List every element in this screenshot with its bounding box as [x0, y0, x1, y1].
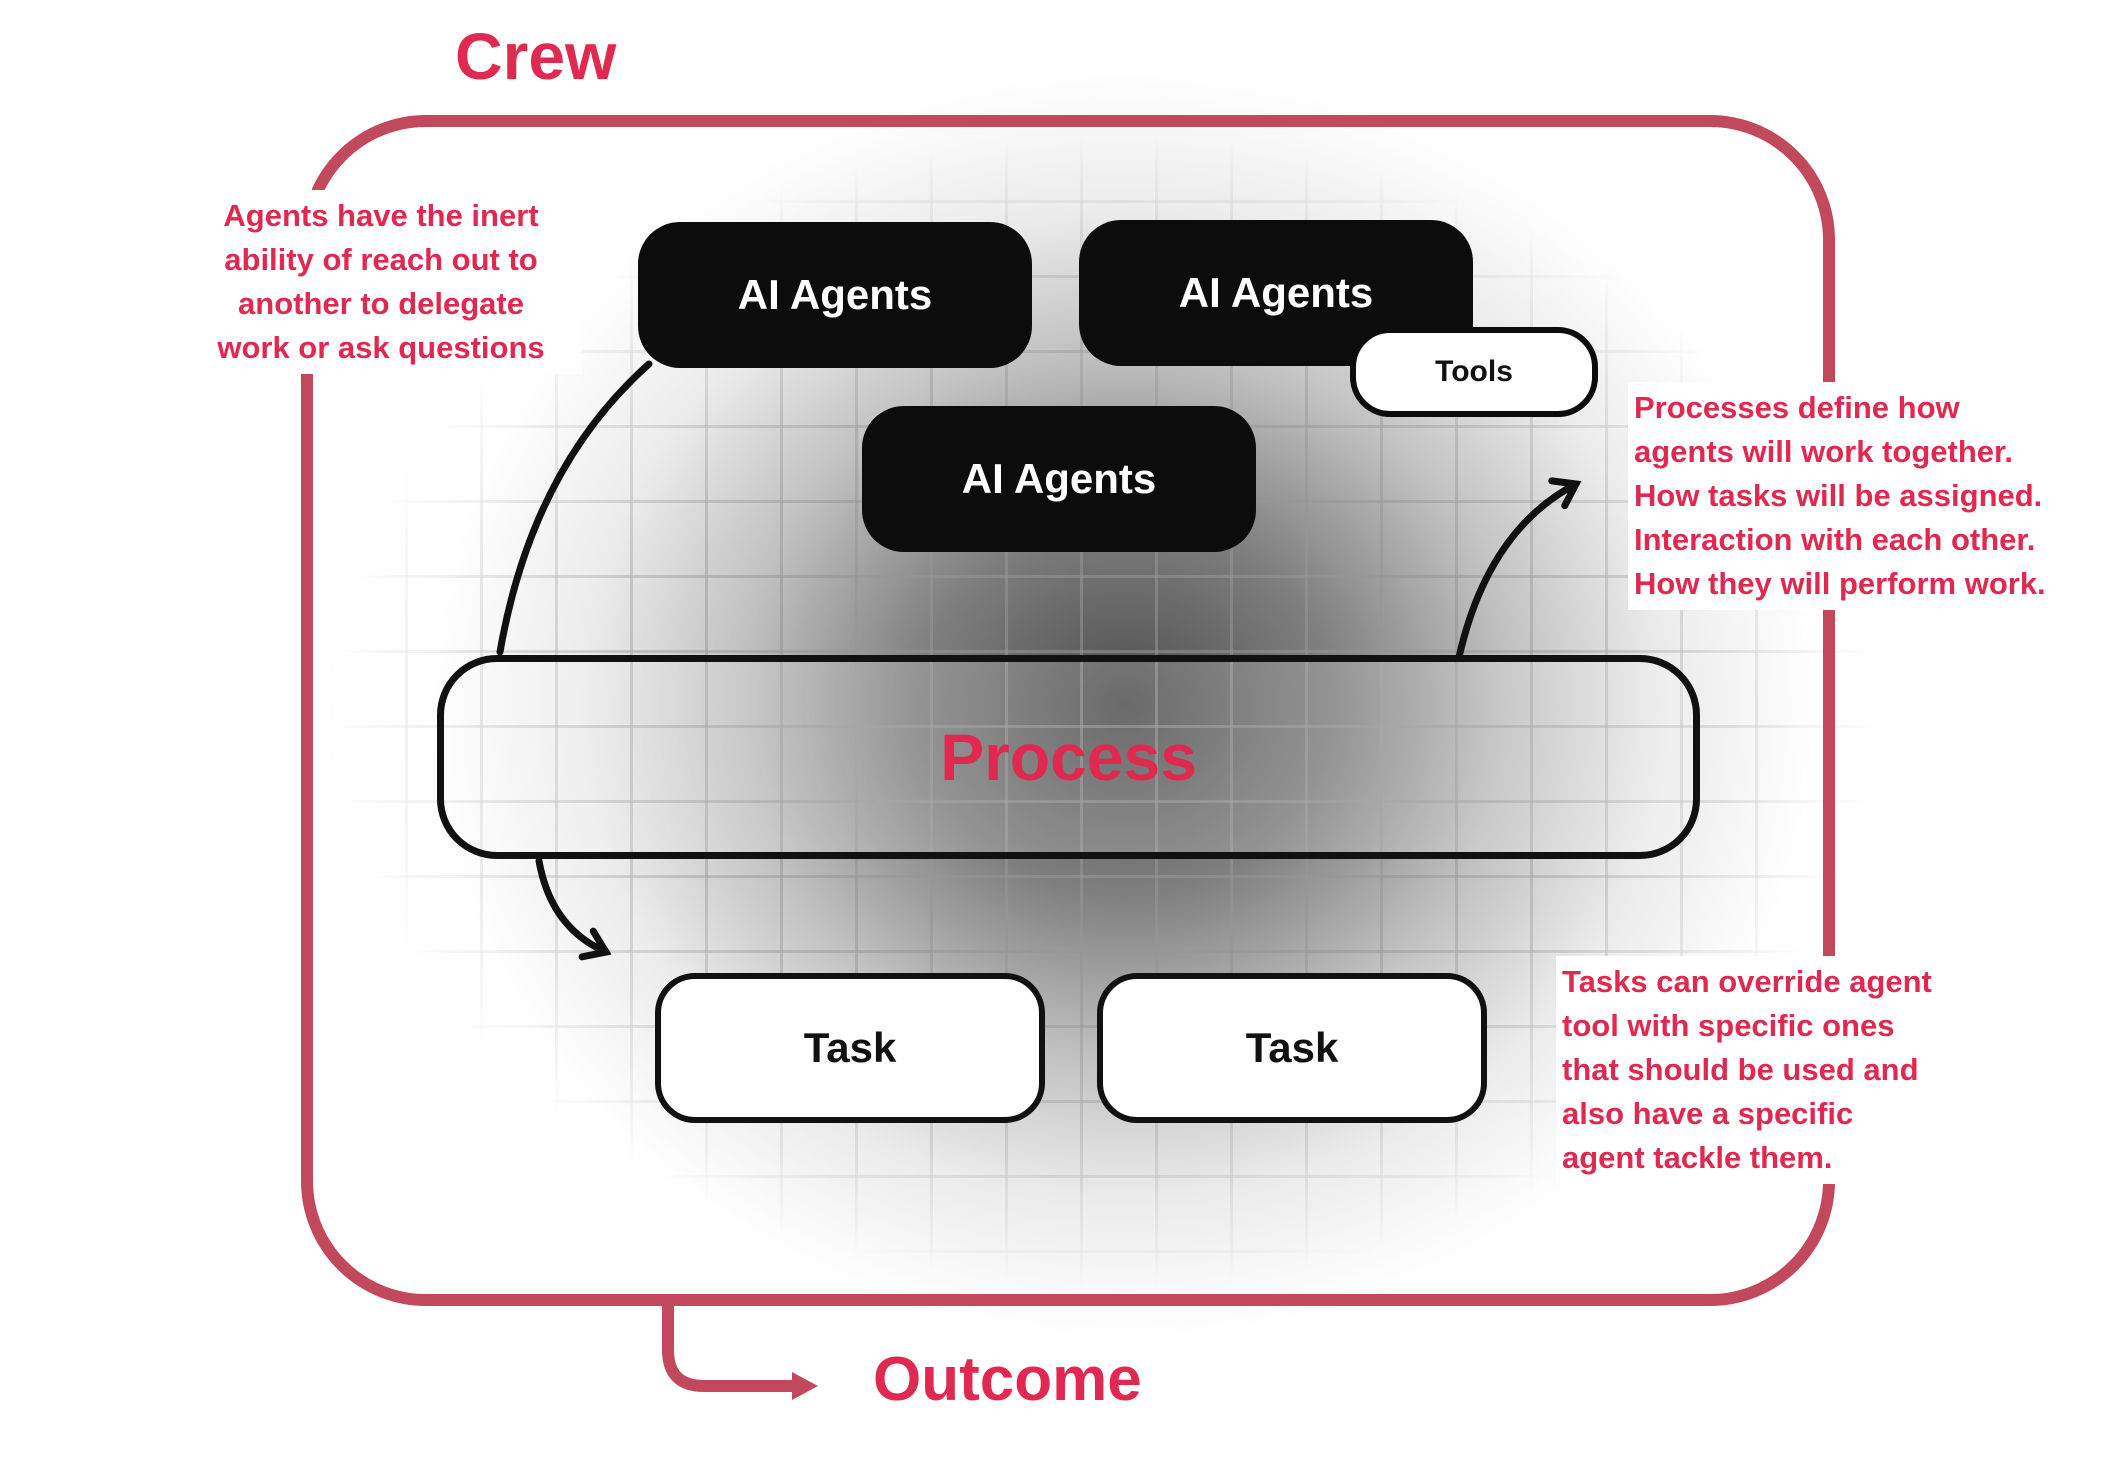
- agents-annotation: Agents have the inert ability of reach o…: [180, 190, 582, 375]
- task-node-right: Task: [1097, 973, 1487, 1123]
- outcome-label: Outcome: [873, 1345, 1142, 1414]
- task-node-left: Task: [655, 973, 1045, 1123]
- process-annotation: Processes define how agents will work to…: [1628, 382, 2052, 611]
- tools-node: Tools: [1350, 327, 1598, 417]
- crew-title: Crew: [455, 19, 617, 93]
- tasks-annotation: Tasks can override agent tool with speci…: [1556, 956, 1938, 1185]
- ai-agents-node-middle: AI Agents: [862, 406, 1256, 552]
- process-node: Process: [437, 655, 1700, 859]
- ai-agents-node-top-left: AI Agents: [638, 222, 1032, 368]
